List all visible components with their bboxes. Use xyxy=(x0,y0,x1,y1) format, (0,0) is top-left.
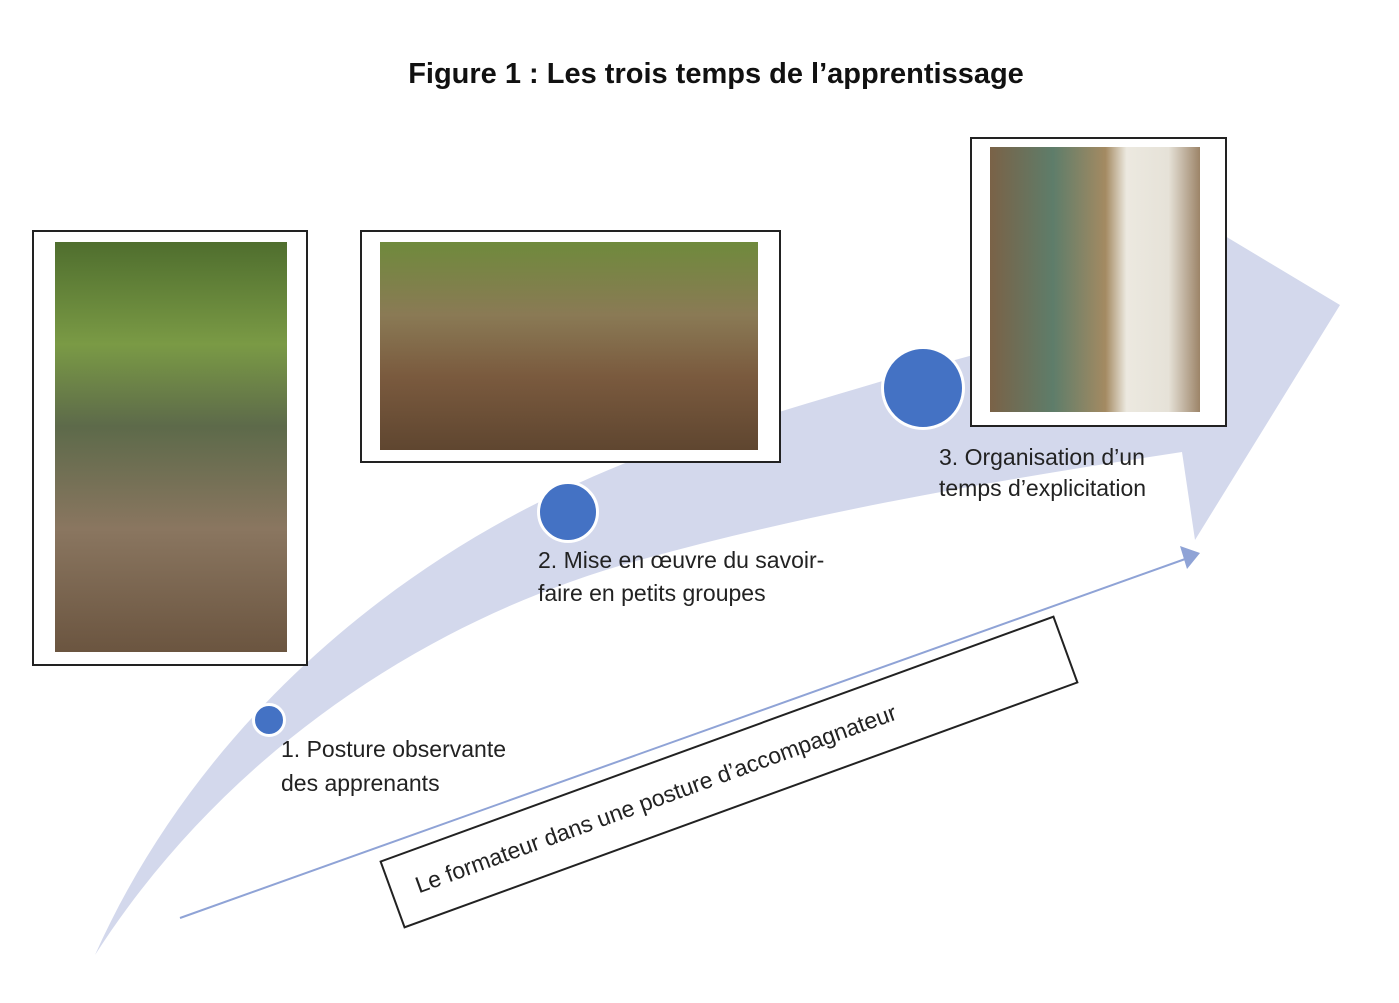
step-2-line1: 2. Mise en œuvre du savoir- xyxy=(538,547,825,573)
step-3-label: 3. Organisation d’un temps d’explicitati… xyxy=(939,442,1146,504)
step-3-line1: 3. Organisation d’un xyxy=(939,444,1145,470)
trainer-arrow-line xyxy=(179,557,1189,919)
figure-title: Figure 1 : Les trois temps de l’apprenti… xyxy=(408,58,1024,90)
step-1-label: 1. Posture observante des apprenants xyxy=(281,732,506,800)
photo-outdoor-group-observing xyxy=(55,242,287,652)
step-1-dot xyxy=(252,703,286,737)
step-2-label: 2. Mise en œuvre du savoir- faire en pet… xyxy=(538,544,824,610)
step-1-line2: des apprenants xyxy=(281,770,440,796)
step-2-dot xyxy=(537,481,599,543)
step-1-line1: 1. Posture observante xyxy=(281,736,507,762)
photo-hands-on-soil-work xyxy=(380,242,758,450)
trainer-arrow-head xyxy=(1180,546,1200,569)
step-2-line2: faire en petits groupes xyxy=(538,580,766,606)
step-3-dot xyxy=(881,346,965,430)
step-3-line2: temps d’explicitation xyxy=(939,475,1147,501)
photo-trainer-at-flipchart xyxy=(990,147,1200,412)
